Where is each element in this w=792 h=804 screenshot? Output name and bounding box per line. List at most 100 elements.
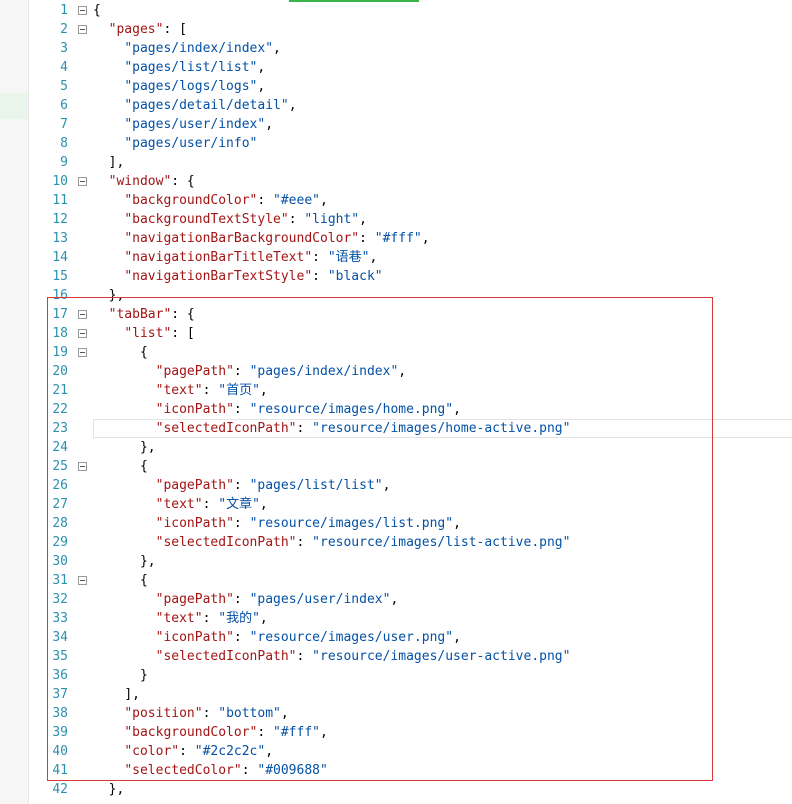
code-text: "navigationBarBackgroundColor": "#fff", [93,229,429,248]
fold-toggle-icon[interactable] [78,25,87,34]
code-line[interactable]: 7 "pages/user/index", [28,115,792,134]
json-punctuation: }, [139,554,156,569]
line-number: 2 [60,22,68,37]
code-text: } [93,666,148,685]
line-number: 23 [52,421,68,436]
fold-toggle-icon[interactable] [78,576,87,585]
code-text: "selectedIconPath": "resource/images/use… [93,647,571,666]
json-punctuation: , [320,193,328,208]
code-line[interactable]: 6 "pages/detail/detail", [28,96,792,115]
json-string: "pages/detail/detail" [124,98,289,113]
fold-toggle-icon[interactable] [78,329,87,338]
line-number: 26 [52,478,68,493]
code-line[interactable]: 32 "pagePath": "pages/user/index", [28,590,792,609]
code-text: { [93,457,148,476]
fold-toggle-icon[interactable] [78,177,87,186]
code-line[interactable]: 34 "iconPath": "resource/images/user.png… [28,628,792,647]
code-line[interactable]: 42 }, [28,780,792,799]
line-number: 24 [52,440,68,455]
code-line[interactable]: 16 }, [28,286,792,305]
json-key: "iconPath" [155,516,234,531]
code-line[interactable]: 24 }, [28,438,792,457]
code-line[interactable]: 40 "color": "#2c2c2c", [28,742,792,761]
code-line[interactable]: 14 "navigationBarTitleText": "语巷", [28,248,792,267]
code-line[interactable]: 39 "backgroundColor": "#fff", [28,723,792,742]
line-number: 18 [52,326,68,341]
json-punctuation: , [259,497,268,512]
json-key: "pages" [108,22,164,37]
json-key: "window" [108,174,172,189]
json-punctuation: : [202,497,219,512]
json-punctuation: { [93,3,101,18]
code-line[interactable]: 27 "text": "文章", [28,495,792,514]
code-line[interactable]: 19 { [28,343,792,362]
modified-line-marker [0,93,28,119]
code-line[interactable]: 11 "backgroundColor": "#eee", [28,191,792,210]
code-line[interactable]: 26 "pagePath": "pages/list/list", [28,476,792,495]
code-line[interactable]: 1{ [28,1,792,20]
code-line[interactable]: 36 } [28,666,792,685]
code-text: { [93,571,148,590]
code-line[interactable]: 21 "text": "首页", [28,381,792,400]
code-line[interactable]: 3 "pages/index/index", [28,39,792,58]
json-punctuation: : [296,421,313,436]
json-punctuation: , [259,383,268,398]
code-line[interactable]: 5 "pages/logs/logs", [28,77,792,96]
code-line[interactable]: 9 ], [28,153,792,172]
code-text: "pages/list/list", [93,58,265,77]
json-punctuation: }, [108,782,125,797]
code-line[interactable]: 23 "selectedIconPath": "resource/images/… [28,419,792,438]
code-line[interactable]: 37 ], [28,685,792,704]
fold-toggle-icon[interactable] [78,462,87,471]
code-line[interactable]: 29 "selectedIconPath": "resource/images/… [28,533,792,552]
active-tab-indicator [289,0,419,2]
code-line[interactable]: 41 "selectedColor": "#009688" [28,761,792,780]
json-punctuation: : { [171,174,195,189]
code-text: "backgroundTextStyle": "light", [93,210,367,229]
code-line[interactable]: 12 "backgroundTextStyle": "light", [28,210,792,229]
code-text: "position": "bottom", [93,704,288,723]
json-string: "#fff" [374,231,422,246]
code-line[interactable]: 31 { [28,571,792,590]
json-punctuation: : [ [163,22,187,37]
code-line[interactable]: 15 "navigationBarTextStyle": "black" [28,267,792,286]
code-line[interactable]: 18 "list": [ [28,324,792,343]
json-punctuation: , [453,516,461,531]
json-punctuation: : [179,744,195,759]
code-line[interactable]: 8 "pages/user/info" [28,134,792,153]
code-line[interactable]: 22 "iconPath": "resource/images/home.png… [28,400,792,419]
code-line[interactable]: 17 "tabBar": { [28,305,792,324]
code-text: ], [93,685,140,704]
fold-toggle-icon[interactable] [78,6,87,15]
code-line[interactable]: 30 }, [28,552,792,571]
code-line[interactable]: 38 "position": "bottom", [28,704,792,723]
code-text: }, [93,780,125,799]
json-string: "语巷" [327,250,370,265]
json-string: "black" [327,269,383,284]
json-string: "pages/logs/logs" [124,79,258,94]
code-line[interactable]: 10 "window": { [28,172,792,191]
code-line[interactable]: 20 "pagePath": "pages/index/index", [28,362,792,381]
json-punctuation: , [369,250,378,265]
code-editor[interactable]: 1{2 "pages": [3 "pages/index/index",4 "p… [28,0,792,804]
json-string: "pages/user/index" [124,117,266,132]
code-line[interactable]: 33 "text": "我的", [28,609,792,628]
code-line[interactable]: 2 "pages": [ [28,20,792,39]
fold-toggle-icon[interactable] [78,310,87,319]
code-line[interactable]: 13 "navigationBarBackgroundColor": "#fff… [28,229,792,248]
line-number: 11 [52,193,68,208]
line-number: 30 [52,554,68,569]
fold-toggle-icon[interactable] [78,348,87,357]
line-number: 34 [52,630,68,645]
code-line[interactable]: 25 { [28,457,792,476]
code-text: "navigationBarTitleText": "语巷", [93,248,377,267]
json-string: "#009688" [257,763,328,778]
code-text: "backgroundColor": "#fff", [93,723,328,742]
code-line[interactable]: 35 "selectedIconPath": "resource/images/… [28,647,792,666]
line-number: 6 [60,98,68,113]
code-line[interactable]: 4 "pages/list/list", [28,58,792,77]
line-number: 40 [52,744,68,759]
json-key: "backgroundColor" [124,193,258,208]
code-line[interactable]: 28 "iconPath": "resource/images/list.png… [28,514,792,533]
json-string: "bottom" [218,706,281,721]
